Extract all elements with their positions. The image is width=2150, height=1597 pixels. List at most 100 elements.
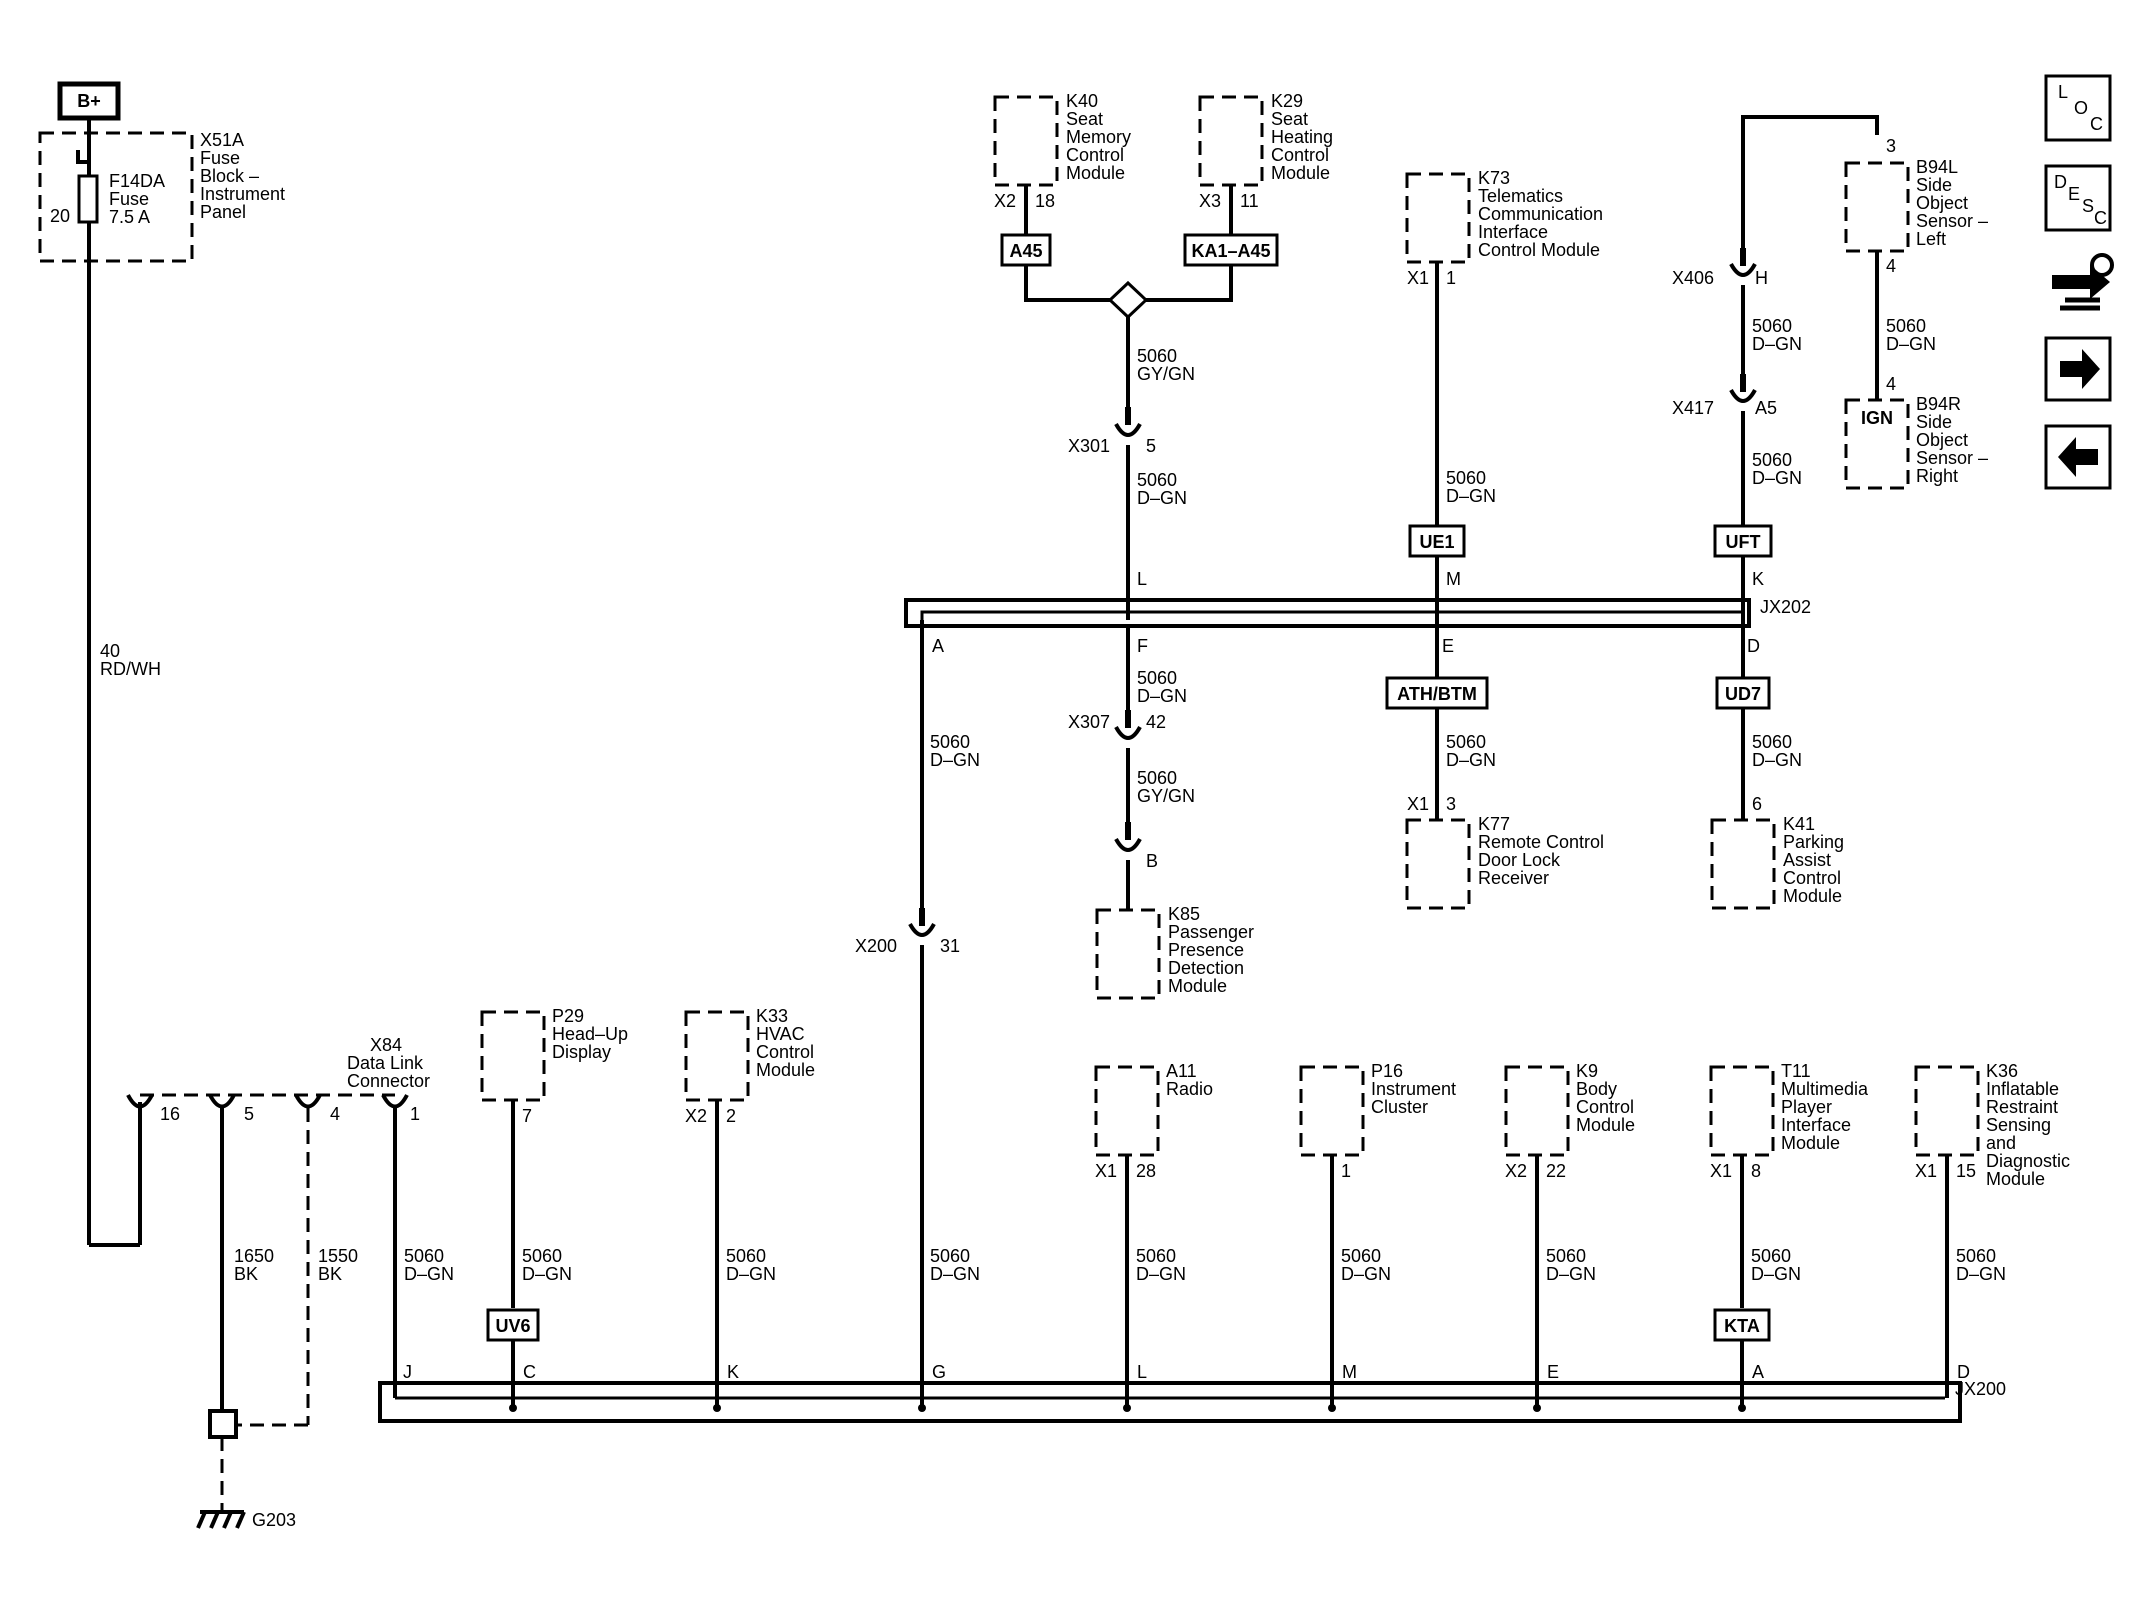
svg-text:P29: P29 [552,1006,584,1026]
svg-text:5060: 5060 [726,1246,766,1266]
svg-text:5060: 5060 [1752,316,1792,336]
svg-text:Detection: Detection [1168,958,1244,978]
svg-text:T11: T11 [1781,1061,1811,1081]
svg-text:5060: 5060 [1136,1246,1176,1266]
wire-j-label: 5060 D–GN [404,1246,454,1284]
a45-splice [1000,233,1052,267]
svg-text:11: 11 [1240,191,1259,211]
b94l-module [1844,161,1910,253]
svg-text:D: D [1957,1362,1970,1382]
svg-text:L: L [2058,82,2068,102]
svg-text:5060: 5060 [1137,668,1177,688]
desc-button[interactable]: D E S C [2044,164,2112,232]
svg-text:X2: X2 [1505,1161,1527,1181]
svg-text:16: 16 [160,1104,180,1124]
svg-text:Memory: Memory [1066,127,1131,147]
loc-button[interactable]: L O C [2044,74,2112,142]
svg-text:L: L [1137,1362,1147,1382]
svg-text:3: 3 [1886,136,1896,156]
wire-gygn-label-bottom: 5060 GY/GN [1137,768,1195,806]
svg-text:K29: K29 [1271,91,1303,111]
arrow-left-icon[interactable] [2044,424,2112,490]
x307-connector [1114,725,1142,740]
svg-text:Control: Control [1783,868,1841,888]
svg-text:X1: X1 [1710,1161,1732,1181]
svg-text:Module: Module [1271,163,1330,183]
svg-text:X417: X417 [1672,398,1714,418]
svg-text:RD/WH: RD/WH [100,659,161,679]
wire-1650-label: 1650 BK [234,1246,274,1284]
svg-text:Sensing: Sensing [1986,1115,2051,1135]
svg-text:Control: Control [1066,145,1124,165]
svg-text:A5: A5 [1755,398,1777,418]
wire-dgn-x406: 5060 D–GN [1752,316,1802,354]
svg-text:5060: 5060 [522,1246,562,1266]
svg-text:Side: Side [1916,412,1952,432]
svg-text:Passenger: Passenger [1168,922,1254,942]
svg-text:M: M [1342,1362,1357,1382]
fuse-pin: 20 [50,206,70,226]
svg-text:A: A [932,636,944,656]
wire-a2-label: 5060 D–GN [1751,1246,1801,1284]
svg-text:5060: 5060 [1446,468,1486,488]
svg-text:40: 40 [100,641,120,661]
wire-m-label: 5060 D–GN [1341,1246,1391,1284]
svg-text:C: C [2090,114,2103,134]
svg-text:X1: X1 [1407,794,1429,814]
svg-text:Module: Module [1783,886,1842,906]
svg-text:Heating: Heating [1271,127,1333,147]
svg-text:D–GN: D–GN [1752,750,1802,770]
svg-text:Control: Control [756,1042,814,1062]
power-source: B+ [57,81,121,121]
k77-label: K77 Remote Control Door Lock Receiver [1478,814,1604,888]
svg-text:31: 31 [940,936,960,956]
svg-text:Side: Side [1916,175,1952,195]
svg-text:42: 42 [1146,712,1166,732]
svg-text:K73: K73 [1478,168,1510,188]
wrench-icon[interactable] [2052,253,2114,311]
k29-module [1198,95,1264,187]
t11-label: T11 Multimedia Player Interface Module [1781,1061,1869,1153]
k9-module [1504,1065,1570,1157]
svg-text:D–GN: D–GN [1752,334,1802,354]
svg-text:Panel: Panel [200,202,246,222]
svg-text:18: 18 [1035,191,1055,211]
svg-text:Object: Object [1916,193,1968,213]
svg-text:O: O [2074,98,2088,118]
svg-text:X2: X2 [685,1106,707,1126]
svg-text:K77: K77 [1478,814,1510,834]
svg-text:C: C [523,1362,536,1382]
k36-module [1914,1065,1980,1157]
svg-text:1: 1 [410,1104,420,1124]
k36-label: K36 Inflatable Restraint Sensing and Dia… [1986,1061,2070,1189]
svg-text:22: 22 [1546,1161,1566,1181]
wire-1550-label: 1550 BK [318,1246,358,1284]
k33-module [684,1010,750,1102]
svg-text:D–GN: D–GN [930,1264,980,1284]
svg-text:X1: X1 [1407,268,1429,288]
svg-text:D–GN: D–GN [1341,1264,1391,1284]
svg-text:Module: Module [1781,1133,1840,1153]
svg-text:D–GN: D–GN [930,750,980,770]
svg-text:F14DA: F14DA [109,171,165,191]
svg-text:D–GN: D–GN [726,1264,776,1284]
arrow-right-icon[interactable] [2044,336,2112,402]
svg-text:B: B [1146,851,1158,871]
svg-text:B94R: B94R [1916,394,1961,414]
wire-gygn-label-top: 5060 GY/GN [1137,346,1195,384]
svg-text:X51A: X51A [200,130,244,150]
k85-module [1095,908,1161,1000]
svg-text:KTA: KTA [1724,1316,1760,1336]
wire-g-label: 5060 D–GN [930,1246,980,1284]
x84-pin-1 [381,1094,409,1109]
svg-text:K: K [727,1362,739,1382]
svg-text:E: E [2068,184,2080,204]
svg-text:Interface: Interface [1781,1115,1851,1135]
svg-text:5060: 5060 [1546,1246,1586,1266]
svg-text:Cluster: Cluster [1371,1097,1428,1117]
svg-text:K9: K9 [1576,1061,1598,1081]
wire-e-label: 5060 D–GN [1546,1246,1596,1284]
p29-label: P29 Head–Up Display [552,1006,628,1062]
fuse-block-label: X51A Fuse Block – Instrument Panel [200,130,285,222]
svg-text:Module: Module [756,1060,815,1080]
